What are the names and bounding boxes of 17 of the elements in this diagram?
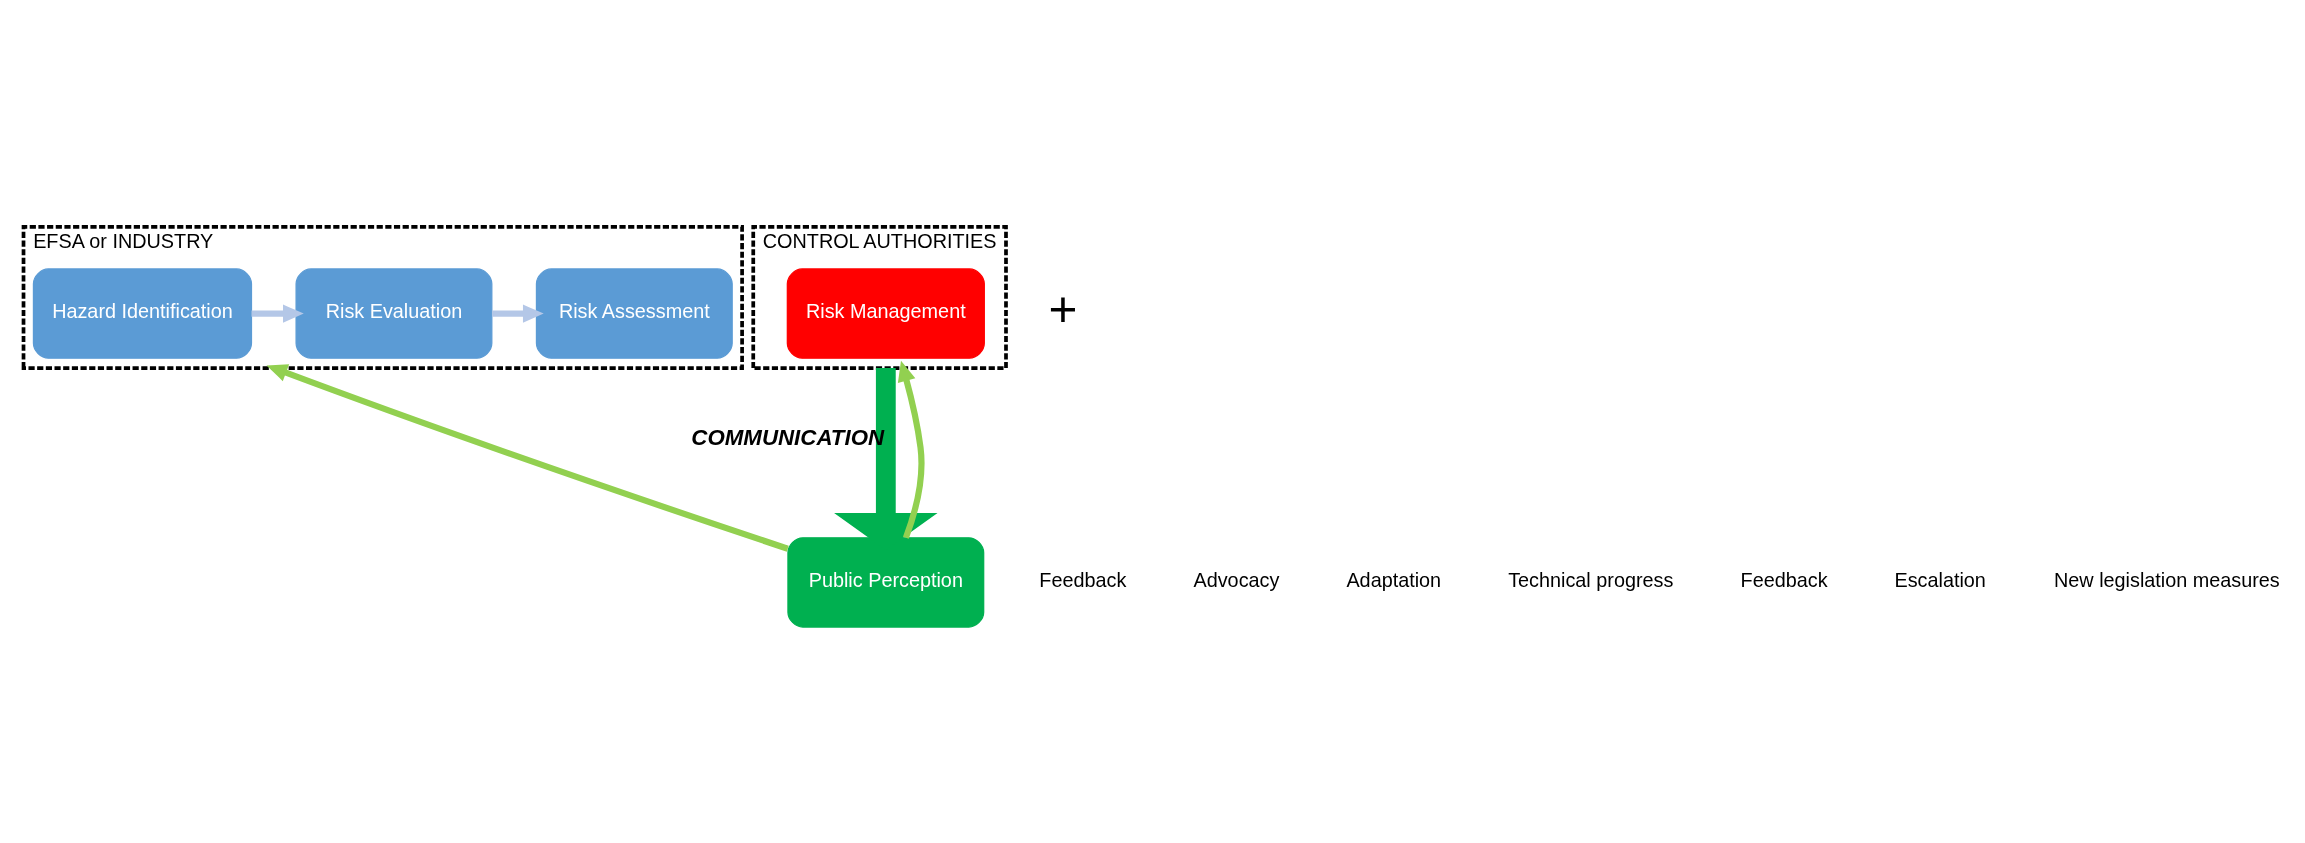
label: Technical progress [1508, 568, 1674, 591]
arrow [897, 360, 925, 539]
arrow [251, 304, 304, 323]
label: Escalation [1894, 568, 1986, 591]
label: New legislation measures [2054, 568, 2280, 591]
label: + [1048, 280, 1078, 337]
node-box: Risk Assessment [535, 267, 733, 359]
arrow [492, 304, 544, 323]
label: Feedback [1039, 568, 1127, 591]
node-box: Risk Evaluation [295, 267, 493, 359]
arrow [266, 363, 789, 552]
node-box: Hazard Identification [32, 267, 253, 359]
label: Feedback [1740, 568, 1828, 591]
label: Advocacy [1193, 568, 1280, 591]
node-box: Public Perception [787, 536, 985, 628]
node-box: Risk Management [786, 267, 985, 359]
label: Adaptation [1346, 568, 1442, 591]
